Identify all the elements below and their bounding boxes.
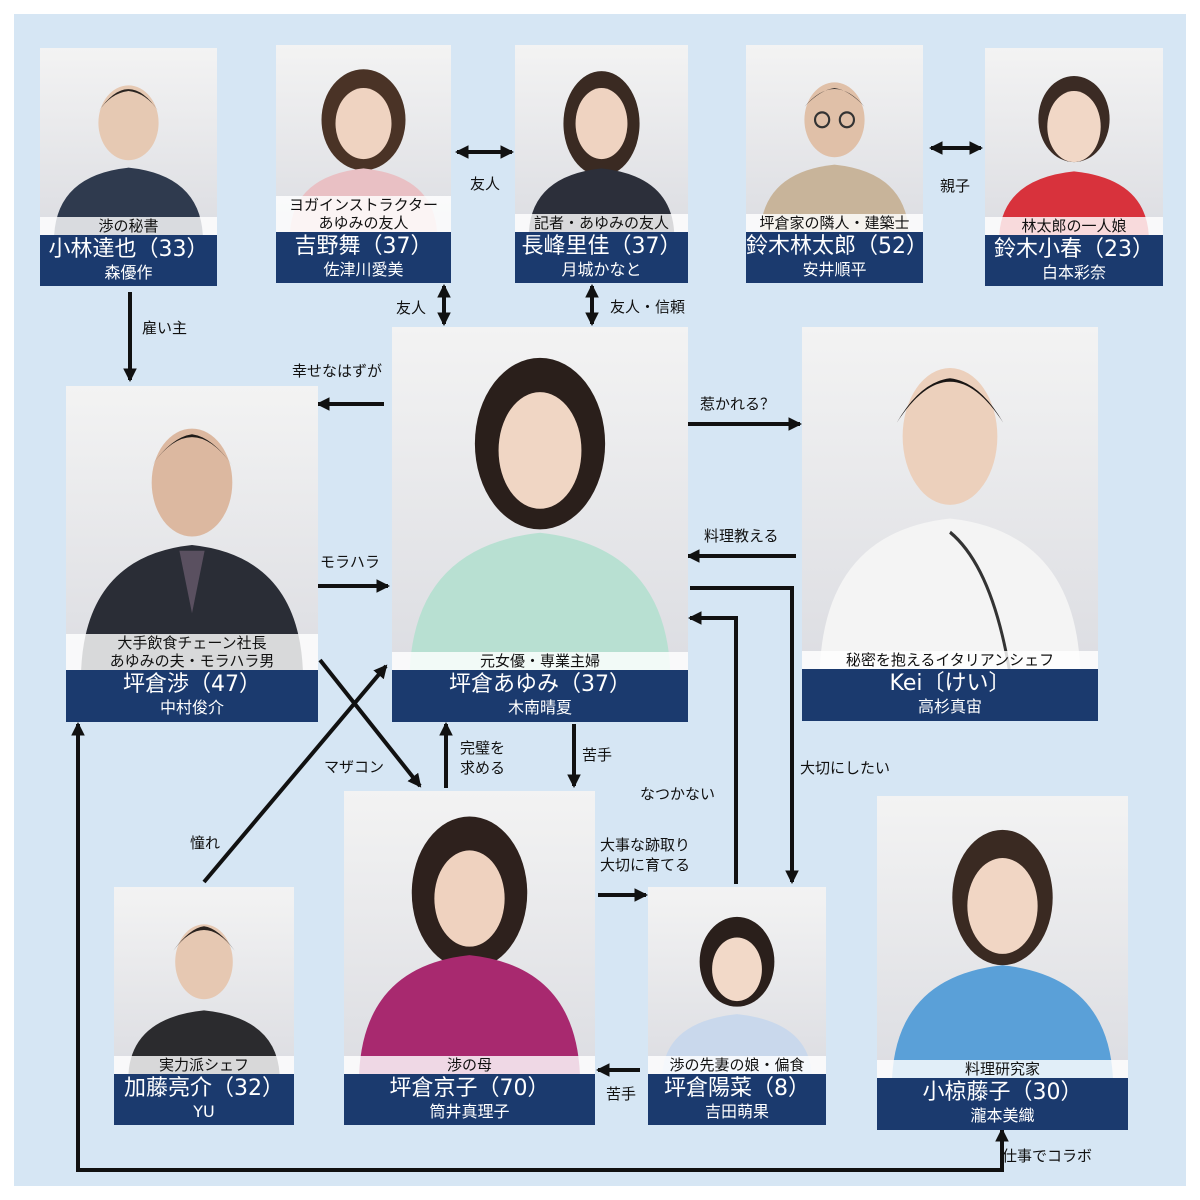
kei-role: 秘密を抱えるイタリアンシェフ [802, 651, 1098, 669]
ogura-name: 小椋藤子（30） [922, 1080, 1083, 1105]
nagamine-photo [515, 45, 688, 232]
kato-name: 加藤亮介（32） [124, 1076, 284, 1101]
wataru-actor: 中村俊介 [159, 698, 224, 717]
nagamine-actor: 月城かなと [561, 260, 642, 279]
ogura-role: 料理研究家 [877, 1060, 1128, 1078]
label-kei-ayumi: 料理教える [704, 527, 779, 545]
label-ayumi-kyoko: 苦手 [582, 746, 613, 764]
wataru-role: 大手飲食チェーン社長 あゆみの夫・モラハラ男 [66, 634, 318, 670]
label-ogura-collab: 仕事でコラボ [1002, 1147, 1093, 1165]
kobayashi-role: 渉の秘書 [40, 217, 217, 235]
kobayashi-namebar: 小林達也（33） 森優作 [40, 235, 217, 286]
label-yoshino-ayumi: 友人 [396, 299, 427, 317]
label-haruna-ayumi: なつかない [640, 785, 716, 803]
ogura-actor: 瀧本美織 [970, 1106, 1035, 1125]
card-yoshino: ヨガインストラクター あゆみの友人 吉野舞（37） 佐津川愛美 [276, 45, 451, 283]
card-ogura: 料理研究家 小椋藤子（30） 瀧本美織 [877, 796, 1128, 1130]
kei-name: Kei〔けい〕 [889, 671, 1011, 696]
kei-namebar: Kei〔けい〕 高杉真宙 [802, 669, 1098, 721]
label-kobayashi-wataru: 雇い主 [142, 319, 188, 337]
haruna-name: 坪倉陽菜（8） [664, 1076, 810, 1101]
arrow-ayumi-haruna [690, 586, 799, 885]
kei-photo [802, 327, 1098, 669]
haruna-namebar: 坪倉陽菜（8） 吉田萌果 [648, 1074, 826, 1125]
card-nagamine: 記者・あゆみの友人 長峰里佳（37） 月城かなと [515, 45, 688, 283]
kyoko-photo [344, 791, 595, 1074]
card-kyoko: 渉の母 坪倉京子（70） 筒井真理子 [344, 791, 595, 1125]
label-kyoko-ayumi: 完璧を 求める [460, 739, 506, 777]
ayumi-photo [392, 327, 688, 670]
wataru-photo [66, 386, 318, 670]
kato-role: 実力派シェフ [114, 1056, 294, 1074]
wataru-name: 坪倉渉（47） [123, 672, 261, 697]
label-kato-ayumi: 憧れ [190, 834, 221, 852]
suzuki-rintaro-role: 坪倉家の隣人・建築士 [746, 214, 923, 232]
ogura-photo [877, 796, 1128, 1078]
yoshino-name: 吉野舞（37） [294, 234, 433, 259]
yoshino-role: ヨガインストラクター あゆみの友人 [276, 196, 451, 232]
suzuki-koharu-role: 林太郎の一人娘 [985, 217, 1163, 235]
ayumi-name: 坪倉あゆみ（37） [449, 672, 631, 697]
card-kato: 実力派シェフ 加藤亮介（32） YU [114, 887, 294, 1125]
suzuki-koharu-photo [985, 48, 1163, 235]
ayumi-namebar: 坪倉あゆみ（37） 木南晴夏 [392, 670, 688, 722]
kobayashi-actor: 森優作 [104, 263, 153, 282]
card-kobayashi: 渉の秘書 小林達也（33） 森優作 [40, 48, 217, 286]
card-haruna: 渉の先妻の娘・偏食 坪倉陽菜（8） 吉田萌果 [648, 887, 826, 1125]
label-haruna-kyoko: 苦手 [606, 1085, 637, 1103]
nagamine-name: 長峰里佳（37） [521, 234, 682, 259]
suzuki-rintaro-actor: 安井順平 [802, 260, 867, 279]
label-suzuki-pair: 親子 [940, 177, 971, 195]
kato-actor: YU [193, 1102, 215, 1121]
label-ayumi-wataru: 幸せなはずが [292, 362, 383, 380]
card-kei: 秘密を抱えるイタリアンシェフ Kei〔けい〕 高杉真宙 [802, 327, 1098, 721]
label-nagamine-ayumi: 友人・信頼 [610, 298, 686, 316]
wataru-namebar: 坪倉渉（47） 中村俊介 [66, 670, 318, 722]
kyoko-role: 渉の母 [344, 1056, 595, 1074]
kato-namebar: 加藤亮介（32） YU [114, 1074, 294, 1125]
arrow-haruna-ayumi [687, 611, 738, 884]
label-ayumi-haruna: 大切にしたい [800, 759, 891, 777]
card-wataru: 大手飲食チェーン社長 あゆみの夫・モラハラ男 坪倉渉（47） 中村俊介 [66, 386, 318, 722]
card-suzuki-koharu: 林太郎の一人娘 鈴木小春（23） 白本彩奈 [985, 48, 1163, 286]
yoshino-namebar: 吉野舞（37） 佐津川愛美 [276, 232, 451, 283]
label-wataru-ayumi: モラハラ [320, 553, 380, 571]
haruna-role: 渉の先妻の娘・偏食 [648, 1056, 826, 1074]
kobayashi-name: 小林達也（33） [48, 237, 209, 262]
label-kyoko-haruna: 大事な跡取り 大切に育てる [600, 836, 691, 874]
suzuki-koharu-name: 鈴木小春（23） [994, 237, 1154, 262]
suzuki-rintaro-name: 鈴木林太郎（52） [746, 234, 923, 259]
haruna-photo [648, 887, 826, 1074]
ogura-namebar: 小椋藤子（30） 瀧本美織 [877, 1078, 1128, 1130]
label-yoshino-nagamine: 友人 [470, 175, 501, 193]
kei-actor: 高杉真宙 [917, 697, 982, 716]
ayumi-actor: 木南晴夏 [507, 698, 572, 717]
kyoko-namebar: 坪倉京子（70） 筒井真理子 [344, 1074, 595, 1125]
suzuki-koharu-namebar: 鈴木小春（23） 白本彩奈 [985, 235, 1163, 286]
nagamine-namebar: 長峰里佳（37） 月城かなと [515, 232, 688, 283]
kato-photo [114, 887, 294, 1074]
yoshino-actor: 佐津川愛美 [323, 260, 404, 279]
nagamine-role: 記者・あゆみの友人 [515, 214, 688, 232]
card-suzuki-rintaro: 坪倉家の隣人・建築士 鈴木林太郎（52） 安井順平 [746, 45, 923, 283]
label-wataru-kyoko: マザコン [324, 758, 385, 776]
suzuki-rintaro-photo [746, 45, 923, 232]
card-ayumi: 元女優・専業主婦 坪倉あゆみ（37） 木南晴夏 [392, 327, 688, 722]
ayumi-role: 元女優・専業主婦 [392, 652, 688, 670]
haruna-actor: 吉田萌果 [704, 1102, 769, 1121]
suzuki-koharu-actor: 白本彩奈 [1041, 263, 1106, 282]
kobayashi-photo [40, 48, 217, 235]
kyoko-name: 坪倉京子（70） [389, 1076, 550, 1101]
arrow-ogura-collab [71, 721, 1009, 1172]
suzuki-rintaro-namebar: 鈴木林太郎（52） 安井順平 [746, 232, 923, 283]
kyoko-actor: 筒井真理子 [429, 1102, 510, 1121]
label-ayumi-kei: 惹かれる？ [700, 395, 776, 413]
